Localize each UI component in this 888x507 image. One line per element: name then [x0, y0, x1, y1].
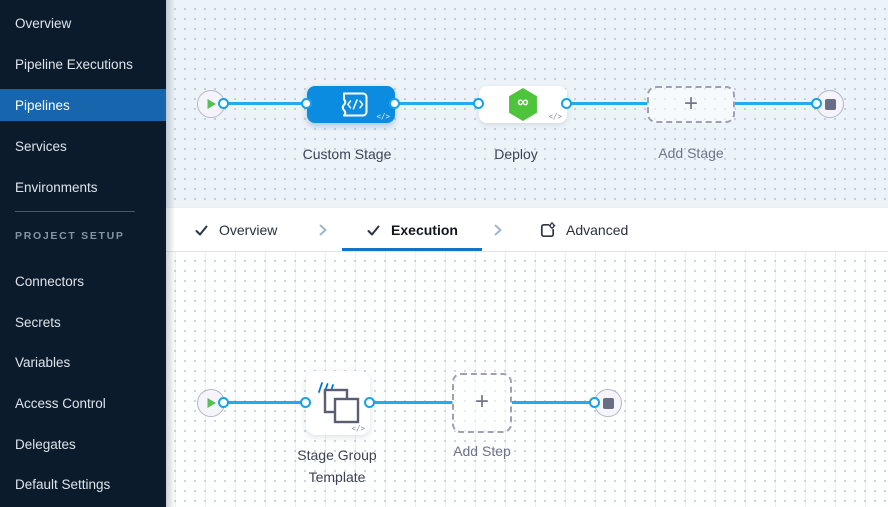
- stage-group-template-icon: [318, 382, 360, 424]
- sidebar-item-label: Access Control: [15, 395, 106, 411]
- advanced-settings-icon: [540, 221, 556, 237]
- project-setup-section-label: PROJECT SETUP: [15, 230, 125, 242]
- sidebar-item-connectors[interactable]: Connectors: [0, 265, 166, 297]
- check-icon: [367, 225, 380, 235]
- add-stage-button[interactable]: +: [647, 86, 735, 123]
- play-icon: [207, 398, 216, 408]
- sidebar-item-delegates[interactable]: Delegates: [0, 428, 166, 460]
- sidebar-item-pipeline-executions[interactable]: Pipeline Executions: [0, 48, 166, 80]
- play-icon: [207, 99, 216, 109]
- yaml-toggle-icon[interactable]: </>: [376, 112, 390, 121]
- sidebar-item-label: Secrets: [15, 314, 61, 330]
- connector-dot[interactable]: [301, 98, 312, 109]
- sidebar-item-label: Overview: [15, 15, 72, 31]
- sidebar-item-label: Pipelines: [15, 97, 70, 113]
- sidebar-item-environments[interactable]: Environments: [0, 171, 166, 203]
- add-stage-label[interactable]: Add Stage: [658, 145, 724, 161]
- stage-group-template-node[interactable]: </>: [306, 371, 370, 435]
- active-tab-underline: [342, 248, 482, 251]
- sidebar-item-pipelines[interactable]: Pipelines: [0, 89, 166, 121]
- sidebar-item-label: Pipeline Executions: [15, 56, 133, 72]
- add-step-button[interactable]: +: [452, 373, 512, 433]
- connector-dot[interactable]: [389, 98, 400, 109]
- stop-icon: [602, 397, 614, 409]
- connector-line: [223, 102, 308, 105]
- sidebar-item-label: Default Settings: [15, 476, 111, 492]
- tab-label: Advanced: [566, 222, 629, 238]
- plus-icon: +: [683, 89, 698, 117]
- check-icon: [195, 225, 208, 235]
- connector-line: [394, 102, 480, 105]
- connector-dot[interactable]: [218, 98, 229, 109]
- harness-cd-glyph: ∞: [517, 94, 529, 111]
- chevron-right-icon: [319, 224, 327, 236]
- connector-dot[interactable]: [589, 397, 600, 408]
- deploy-stage-node[interactable]: ∞ </>: [479, 86, 567, 123]
- sidebar-item-access-control[interactable]: Access Control: [0, 387, 166, 419]
- step-label[interactable]: Stage Group Template: [297, 447, 377, 485]
- tab-execution[interactable]: Execution: [342, 208, 482, 252]
- add-step-label[interactable]: Add Step: [453, 443, 511, 459]
- connector-line: [512, 401, 596, 404]
- main-area: </> ∞ </> + Custom Stage Deploy Add Stag…: [166, 0, 888, 507]
- connector-line: [223, 401, 307, 404]
- sidebar-item-label: Environments: [15, 179, 98, 195]
- sidebar-item-label: Services: [15, 138, 67, 154]
- sidebar-divider: [15, 211, 135, 212]
- stop-icon: [824, 98, 836, 110]
- stage-label[interactable]: Deploy: [494, 146, 538, 162]
- connector-dot[interactable]: [300, 397, 311, 408]
- custom-stage-icon: [341, 92, 368, 117]
- plus-icon: +: [474, 388, 489, 415]
- stage-canvas[interactable]: </> ∞ </> + Custom Stage Deploy Add Stag…: [166, 0, 888, 207]
- execution-canvas[interactable]: </> + Stage Group Template Add Step: [166, 252, 888, 507]
- sidebar-item-variables[interactable]: Variables: [0, 346, 166, 378]
- tab-label: Overview: [219, 222, 278, 238]
- sidebar: Overview Pipeline Executions Pipelines S…: [0, 0, 166, 507]
- connector-dot[interactable]: [561, 98, 572, 109]
- sidebar-item-services[interactable]: Services: [0, 130, 166, 162]
- chevron-right-icon: [494, 224, 502, 236]
- tab-overview[interactable]: Overview: [194, 208, 277, 252]
- sidebar-item-label: Delegates: [15, 436, 76, 452]
- connector-line: [369, 401, 453, 404]
- sidebar-item-label: Connectors: [15, 273, 85, 289]
- connector-dot[interactable]: [473, 98, 484, 109]
- stage-config-tabbar: Overview Execution: [166, 207, 888, 252]
- connector-dot[interactable]: [364, 397, 375, 408]
- custom-stage-node[interactable]: </>: [307, 86, 395, 123]
- cd-hexagon-icon: ∞: [509, 88, 537, 121]
- sidebar-item-label: Variables: [15, 354, 71, 370]
- sidebar-item-overview[interactable]: Overview: [0, 7, 166, 39]
- connector-dot[interactable]: [218, 397, 229, 408]
- connector-line: [566, 102, 648, 105]
- tab-label: Execution: [391, 222, 458, 238]
- connector-line: [735, 102, 813, 105]
- sidebar-item-default-settings[interactable]: Default Settings: [0, 468, 166, 500]
- sidebar-item-secrets[interactable]: Secrets: [0, 306, 166, 338]
- yaml-toggle-icon[interactable]: </>: [548, 112, 562, 121]
- stage-label[interactable]: Custom Stage: [302, 146, 392, 162]
- yaml-toggle-icon[interactable]: </>: [351, 424, 365, 433]
- tab-advanced[interactable]: Advanced: [539, 208, 628, 252]
- connector-dot[interactable]: [811, 98, 822, 109]
